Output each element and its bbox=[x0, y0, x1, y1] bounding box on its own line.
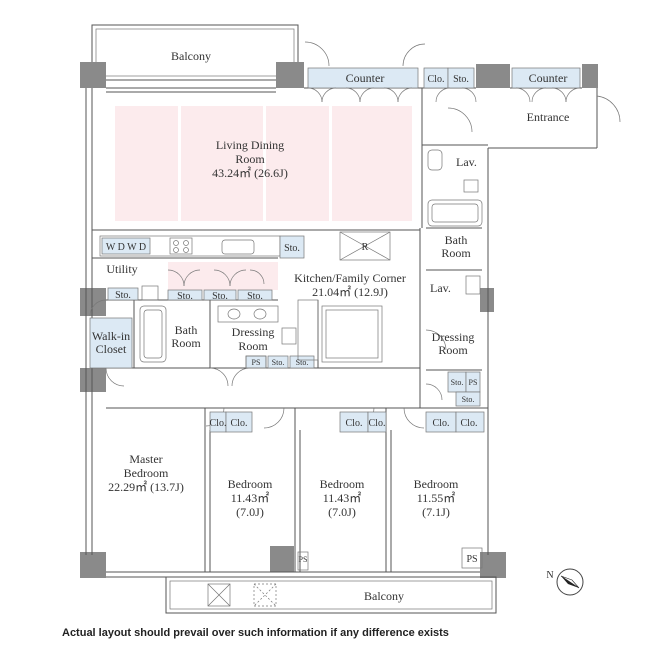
label-bed2-j: (7.0J) bbox=[328, 505, 356, 519]
label-fridge: R bbox=[362, 242, 369, 253]
label-lav-right: Lav. bbox=[430, 281, 451, 295]
label-sto-kitchen: Sto. bbox=[284, 243, 300, 254]
label-kitchen-area: 21.04㎡ (12.9J) bbox=[312, 285, 388, 299]
balcony-top bbox=[91, 24, 299, 81]
label-bath-left: Bath bbox=[175, 323, 198, 337]
label-kitchen-name: Kitchen/Family Corner bbox=[294, 271, 406, 285]
label-clo-b2a: Clo. bbox=[346, 418, 363, 429]
label-bath-right2: Room bbox=[441, 246, 471, 260]
label-ldr-name: Living Dining bbox=[216, 138, 284, 152]
label-ps-mid: PS bbox=[252, 358, 261, 367]
label-ps-bottom-left: PS bbox=[299, 555, 308, 564]
label-sto-g: Sto. bbox=[462, 395, 475, 404]
disclaimer-text: Actual layout should prevail over such i… bbox=[62, 627, 449, 639]
label-dressing-left2: Room bbox=[238, 339, 268, 353]
walk-in-closet bbox=[89, 317, 133, 369]
floor-plan: Balcony Counter Clo. Sto. Counter Entran… bbox=[80, 24, 621, 614]
label-bed2-name: Bedroom bbox=[320, 477, 365, 491]
label-clo-b3b: Clo. bbox=[461, 418, 478, 429]
pipe-shaft-right bbox=[461, 547, 483, 569]
label-ldr-name2: Room bbox=[235, 152, 265, 166]
label-bed3-j: (7.1J) bbox=[422, 505, 450, 519]
toilet-right bbox=[427, 149, 443, 171]
label-counter-right: Counter bbox=[529, 71, 568, 85]
label-sto-d: Sto. bbox=[272, 358, 285, 367]
label-bed3-area: 11.55㎡ bbox=[417, 491, 456, 505]
compass-icon bbox=[556, 568, 584, 596]
label-bath-left2: Room bbox=[171, 336, 201, 350]
label-sto-c: Sto. bbox=[247, 291, 263, 302]
lavatory-right bbox=[465, 275, 481, 295]
label-balcony-top: Balcony bbox=[171, 49, 211, 63]
label-clo-b2b: Clo. bbox=[369, 418, 386, 429]
label-bed1-j: (7.0J) bbox=[236, 505, 264, 519]
label-wdwd: W D W D bbox=[106, 242, 146, 253]
exterior-walls bbox=[80, 62, 598, 578]
vanity-left bbox=[217, 305, 279, 323]
label-utility: Utility bbox=[106, 262, 137, 276]
label-dressing-right2: Room bbox=[438, 343, 468, 357]
bathtub-left bbox=[139, 305, 167, 363]
label-clo-b3a: Clo. bbox=[433, 418, 450, 429]
storage-top bbox=[447, 67, 475, 89]
label-clo-b1a: Clo. bbox=[210, 418, 227, 429]
label-master-area: 22.29㎡ (13.7J) bbox=[108, 480, 184, 494]
label-master-name2: Bedroom bbox=[124, 466, 169, 480]
label-dressing-right: Dressing bbox=[432, 330, 475, 344]
label-sto-b: Sto. bbox=[212, 291, 228, 302]
label-ps-side: PS bbox=[469, 378, 478, 387]
label-walkin: Walk-in bbox=[92, 329, 130, 343]
counter-left bbox=[307, 67, 419, 89]
label-clo-b1b: Clo. bbox=[231, 418, 248, 429]
pipe-shaft-left bbox=[297, 551, 309, 571]
label-bed3-name: Bedroom bbox=[414, 477, 459, 491]
label-counter-left: Counter bbox=[346, 71, 385, 85]
door-swings bbox=[89, 41, 621, 429]
label-master-name: Master bbox=[129, 452, 162, 466]
label-ldr-area: 43.24㎡ (26.6J) bbox=[212, 166, 288, 180]
label-lav-top: Lav. bbox=[456, 155, 477, 169]
label-balcony-bottom: Balcony bbox=[364, 589, 404, 603]
label-sto-utility: Sto. bbox=[115, 290, 131, 301]
label-entrance: Entrance bbox=[527, 110, 570, 124]
label-dressing-left: Dressing bbox=[232, 325, 275, 339]
toilet-left bbox=[281, 327, 297, 345]
kitchen-island bbox=[321, 305, 383, 363]
label-walkin2: Closet bbox=[96, 342, 127, 356]
label-ps-bottom-right: PS bbox=[466, 554, 477, 565]
storage-b bbox=[203, 289, 237, 301]
storage-utility bbox=[107, 287, 139, 301]
bathtub-right bbox=[427, 199, 483, 227]
utility-sink bbox=[141, 285, 159, 301]
compass-north-label: N bbox=[546, 570, 553, 581]
label-bath-right: Bath bbox=[445, 233, 468, 247]
kitchen-counter bbox=[99, 231, 391, 261]
label-clo-top: Clo. bbox=[428, 74, 445, 85]
storage-a bbox=[167, 289, 203, 301]
storage-c bbox=[237, 289, 273, 301]
label-sto-f: Sto. bbox=[451, 378, 464, 387]
label-sto-e: Sto. bbox=[296, 358, 309, 367]
balcony-bottom bbox=[165, 576, 497, 614]
label-sto-a: Sto. bbox=[177, 291, 193, 302]
label-bed1-name: Bedroom bbox=[228, 477, 273, 491]
label-bed1-area: 11.43㎡ bbox=[231, 491, 270, 505]
label-sto-top: Sto. bbox=[453, 74, 469, 85]
label-bed2-area: 11.43㎡ bbox=[323, 491, 362, 505]
living-zone-highlight bbox=[115, 106, 412, 290]
